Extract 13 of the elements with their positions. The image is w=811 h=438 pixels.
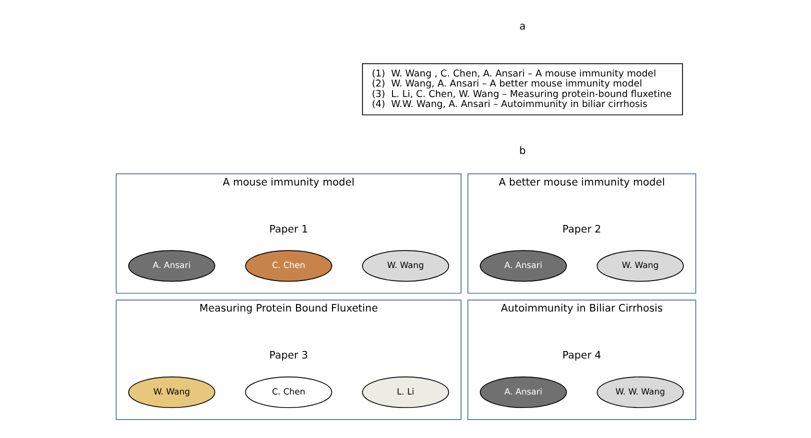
node-ellipse: L. Li [362, 376, 449, 408]
node-box: (1) W. Wang , C. Chen, A. Ansari – A mouse immunity model (2) W. Wang, A. Ansari – A better mouse immunity model (3) L. Li, C. Chen, W. Wang – Measuring protein-bound fluxetine (4) W.W. Wang, A. Ansari – Autoimmunity in biliar cirrhosis [362, 63, 682, 116]
node-ellipse: W. Wang [128, 376, 215, 408]
node-ellipse: W. Wang [362, 250, 449, 282]
label: a [518, 20, 526, 33]
label: b [518, 145, 526, 158]
node-ellipse: W. Wang [596, 250, 684, 282]
node-ellipse: C. Chen [244, 376, 332, 408]
node-ellipse: C. Chen [244, 250, 332, 282]
node-ellipse: A. Ansari [479, 376, 566, 408]
node-ellipse: A. Ansari [128, 250, 215, 282]
node-ellipse: W. W. Wang [596, 376, 684, 408]
node-ellipse: A. Ansari [479, 250, 566, 282]
